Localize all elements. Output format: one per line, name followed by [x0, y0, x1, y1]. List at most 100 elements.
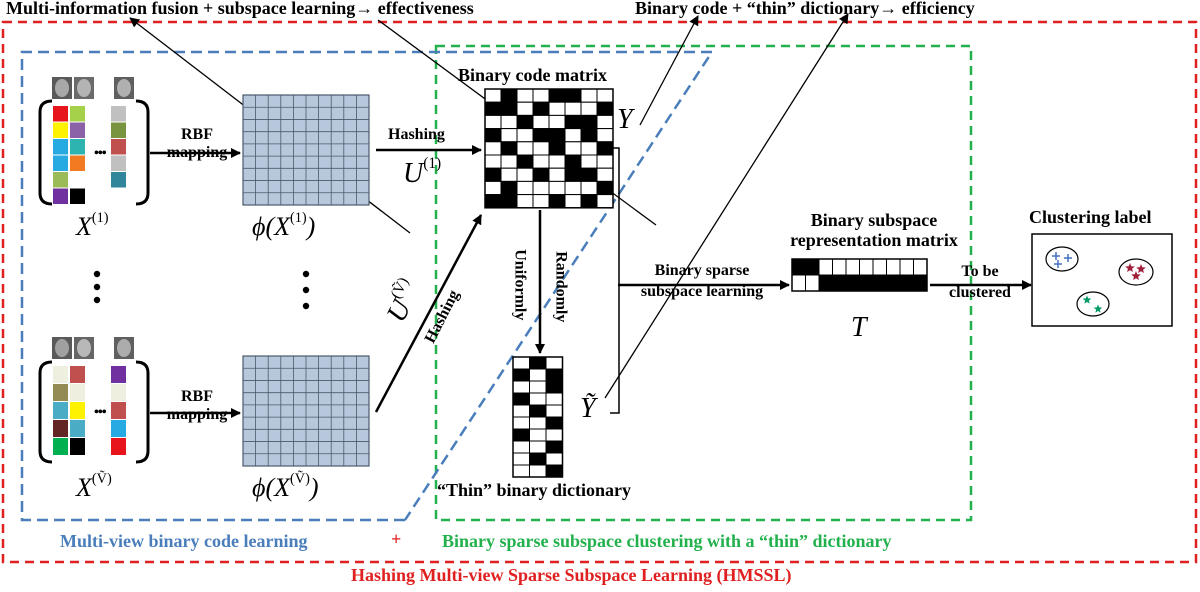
cluster-point [1054, 260, 1062, 268]
code-matrix-cell [596, 154, 614, 169]
dictionary-cell [529, 392, 547, 406]
view-color-cell [111, 172, 126, 188]
efficiency-title: Binary code + “thin” dictionary→ efficie… [635, 0, 975, 18]
view-color-cell [53, 122, 68, 138]
view-1-right-bracket [135, 99, 150, 206]
code-matrix-cell [564, 180, 582, 196]
code-matrix-cell [564, 88, 582, 103]
plus-sign: + [391, 529, 402, 549]
cluster-ellipse-1 [1045, 246, 1079, 272]
code-matrix-cell [516, 128, 534, 143]
representation-cell [791, 274, 806, 292]
representation-cell [818, 258, 833, 276]
effectiveness-title: Multi-information fusion + subspace lear… [6, 0, 474, 18]
cluster-point [1125, 263, 1135, 272]
dictionary-cell [512, 404, 530, 418]
representation-cell [832, 274, 847, 292]
dictionary-cell [512, 392, 530, 406]
view-color-cell [53, 438, 68, 455]
code-matrix-cell [596, 128, 614, 143]
view-color-cell [53, 139, 68, 155]
dictionary-cell [529, 368, 547, 382]
dictionary-cell [512, 368, 530, 382]
view-color-cell [111, 366, 126, 383]
uniformly-label: Uniformly [511, 249, 529, 321]
code-matrix-cell [580, 88, 598, 103]
view-color-cell [70, 420, 85, 437]
code-matrix-cell [580, 180, 598, 196]
code-matrix-cell [500, 128, 518, 143]
view-color-cell [53, 420, 68, 437]
t-label: T [851, 312, 867, 343]
hashing-label-top: Hashing [388, 126, 445, 143]
cluster-points [1052, 252, 1146, 313]
dictionary-border [512, 356, 564, 478]
hmssl-title: Hashing Multi-view Sparse Subspace Learn… [351, 565, 792, 585]
face-thumbnails-bottom [52, 337, 134, 359]
code-matrix-cell [548, 141, 566, 156]
kernel-grid-v [242, 355, 370, 467]
code-matrix-cell [580, 154, 598, 169]
dictionary-cell [545, 440, 563, 454]
representation-cell [913, 258, 928, 276]
representation-cell [859, 274, 874, 292]
code-matrix-cell [580, 141, 598, 156]
cluster-point [1082, 295, 1092, 304]
dictionary-cell [529, 356, 547, 370]
dictionary-cell [512, 356, 530, 370]
view-color-cell [111, 420, 126, 437]
representation-cell [886, 258, 901, 276]
efficiency-pointer-1 [639, 15, 699, 126]
code-matrix-cell [500, 154, 518, 169]
code-matrix-cell [532, 194, 550, 209]
view-1-ellipsis: ••• [94, 146, 107, 161]
dictionary-cell [545, 356, 563, 370]
dictionary-cell [529, 452, 547, 466]
dictionary-cell [545, 404, 563, 418]
code-matrix-cell [548, 114, 566, 130]
code-matrix-cell [484, 114, 502, 130]
clustering-frame [434, 44, 973, 522]
view-color-cell [53, 384, 68, 401]
binary-code-matrix-title: Binary code matrix [458, 65, 607, 85]
view-v-right-bracket [135, 360, 150, 464]
code-matrix-cell [500, 180, 518, 196]
code-matrix-cell [484, 194, 502, 209]
phi1-label: ϕ(X(1)) [252, 210, 316, 241]
dictionary-cell [545, 416, 563, 430]
code-matrix-cell [484, 167, 502, 182]
code-matrix-cell [596, 167, 614, 182]
code-matrix-cell [532, 101, 550, 116]
code-matrix-cell [484, 101, 502, 116]
binary-representation-matrix [791, 258, 928, 292]
representation-cell [899, 258, 914, 276]
view-color-cell [53, 172, 68, 188]
cluster-ellipse-3 [1076, 291, 1110, 317]
y-brace [610, 147, 620, 414]
code-matrix-cell [532, 154, 550, 169]
view-color-cell [111, 438, 126, 455]
code-matrix-cell [548, 194, 566, 209]
view-color-cell [111, 155, 126, 171]
dictionary-cell [512, 428, 530, 442]
code-matrix-cell [532, 128, 550, 143]
view-color-cell [70, 366, 85, 383]
code-matrix-cell [548, 154, 566, 169]
view-v-left-bracket [38, 360, 53, 464]
code-matrix-cell [532, 167, 550, 182]
view-color-cell [111, 122, 126, 138]
hmssl-frame [1, 20, 1198, 564]
code-matrix-cell [548, 180, 566, 196]
view-color-cell [111, 106, 126, 122]
code-matrix-cell [500, 167, 518, 182]
view-color-cell [53, 155, 68, 171]
view-color-cell [70, 384, 85, 401]
phiv-label: ϕ(X(Ṽ)) [252, 471, 319, 502]
representation-cell [859, 258, 874, 276]
multiview-section-label: Multi-view binary code learning [60, 531, 308, 551]
randomly-label: Randomly [552, 251, 570, 323]
code-matrix-cell [516, 101, 534, 116]
representation-cell [818, 274, 833, 292]
